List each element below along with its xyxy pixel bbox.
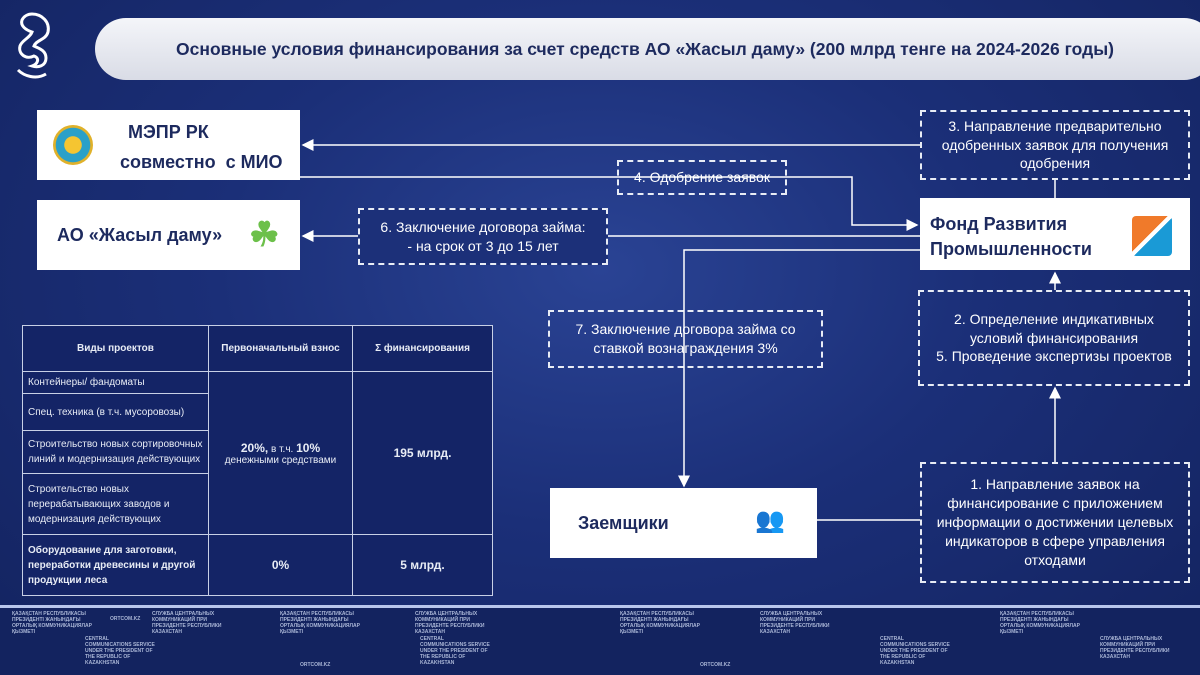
step-6-text: 6. Заключение договора займа: — [380, 218, 586, 235]
watermark-text: ҚАЗАҚСТАН РЕСПУБЛИКАСЫ ПРЕЗИДЕНТІ ЖАНЫНД… — [1000, 611, 1080, 635]
watermark-text: ORTCOM.KZ — [110, 616, 141, 622]
step-1-box: 1. Направление заявок на финансирование … — [920, 462, 1190, 583]
borrowers-box: Заемщики 👥 — [550, 488, 817, 558]
frp-logo-icon — [1132, 216, 1172, 256]
clover-icon: ☘ — [249, 216, 280, 254]
step-3-text: 3. Направление предварительно одобренных… — [941, 117, 1169, 172]
step-1-text: 1. Направление заявок на финансирование … — [936, 476, 1174, 568]
logo-snow-leopard-icon — [8, 10, 56, 86]
table-cell: 0% — [208, 534, 353, 596]
zhasyl-damu-label: АО «Жасыл даму» — [57, 224, 223, 245]
step-3-box: 3. Направление предварительно одобренных… — [920, 110, 1190, 180]
zhasyl-damu-box: АО «Жасыл даму» ☘ — [37, 200, 300, 270]
people-group-icon: 👥 — [755, 507, 785, 534]
step-7-box: 7. Заключение договора займа со ставкой … — [548, 310, 823, 368]
watermark-text: СЛУЖБА ЦЕНТРАЛЬНЫХ КОММУНИКАЦИЙ ПРИ ПРЕЗ… — [415, 611, 485, 635]
watermark-text: ҚАЗАҚСТАН РЕСПУБЛИКАСЫ ПРЕЗИДЕНТІ ЖАНЫНД… — [620, 611, 700, 635]
step-2-text: 2. Определение индикативных условий фина… — [954, 310, 1154, 346]
watermark-text: CENTRAL COMMUNICATIONS SERVICE UNDER THE… — [420, 636, 490, 666]
borrowers-label: Заемщики — [578, 512, 669, 533]
watermark-text: СЛУЖБА ЦЕНТРАЛЬНЫХ КОММУНИКАЦИЙ ПРИ ПРЕЗ… — [152, 611, 222, 635]
step-6-term: - на срок от 3 до 15 лет — [407, 237, 559, 254]
footer-watermark: ҚАЗАҚСТАН РЕСПУБЛИКАСЫ ПРЕЗИДЕНТІ ЖАНЫНД… — [0, 605, 1200, 675]
watermark-text: ORTCOM.KZ — [700, 662, 731, 668]
table-cell-sum: 195 млрд. — [352, 370, 493, 536]
fond-title-1: Фонд Развития — [930, 214, 1068, 234]
watermark-text: ҚАЗАҚСТАН РЕСПУБЛИКАСЫ ПРЕЗИДЕНТІ ЖАНЫНД… — [12, 611, 92, 635]
flow-arrows — [301, 139, 1061, 488]
step-6-box: 6. Заключение договора займа: - на срок о… — [358, 208, 608, 265]
watermark-text: CENTRAL COMMUNICATIONS SERVICE UNDER THE… — [85, 636, 155, 666]
fond-title-2: Промышленности — [930, 239, 1092, 260]
table-cell: Оборудование для заготовки, переработки … — [22, 534, 209, 596]
table-cell-down-payment: 20%, в т.ч. 10% денежными средствами — [208, 370, 353, 536]
page-title: Основные условия финансирования за счет … — [95, 18, 1200, 80]
mepr-subtitle: совместно с МИО — [120, 152, 283, 172]
table-cell: 5 млрд. — [352, 534, 493, 596]
table-cell: Строительство новых сортировочных линий … — [22, 429, 209, 475]
th-financing-sum: Σ финансирования — [352, 325, 493, 372]
step-7-text: 7. Заключение договора займа со ставкой … — [575, 321, 796, 356]
th-project-types: Виды проектов — [22, 325, 209, 372]
watermark-text: CENTRAL COMMUNICATIONS SERVICE UNDER THE… — [880, 636, 950, 666]
watermark-text: ORTCOM.KZ — [300, 662, 331, 668]
step-5-text: 5. Проведение экспертизы проектов — [936, 348, 1172, 365]
kazakhstan-emblem-icon — [53, 125, 93, 165]
th-down-payment: Первоначальный взнос — [208, 325, 353, 372]
table-cell: Строительство новых перерабатывающих зав… — [22, 473, 209, 536]
table-cell: Спец. техника (в т.ч. мусоровозы) — [22, 393, 209, 431]
watermark-text: ҚАЗАҚСТАН РЕСПУБЛИКАСЫ ПРЕЗИДЕНТІ ЖАНЫНД… — [280, 611, 360, 635]
watermark-text: СЛУЖБА ЦЕНТРАЛЬНЫХ КОММУНИКАЦИЙ ПРИ ПРЕЗ… — [1100, 636, 1170, 660]
step-4-box: 4. Одобрение заявок — [617, 160, 787, 195]
mepr-title: МЭПР РК — [128, 122, 209, 142]
step-2-5-box: 2. Определение индикативных условий фина… — [918, 290, 1190, 386]
table-cell: Контейнеры/ фандоматы — [22, 371, 209, 394]
mepr-box: МЭПР РК совместно с МИО — [37, 110, 300, 180]
step-4-text: 4. Одобрение заявок — [634, 169, 770, 186]
fond-box: Фонд Развития Промышленности — [920, 198, 1190, 270]
watermark-text: СЛУЖБА ЦЕНТРАЛЬНЫХ КОММУНИКАЦИЙ ПРИ ПРЕЗ… — [760, 611, 830, 635]
